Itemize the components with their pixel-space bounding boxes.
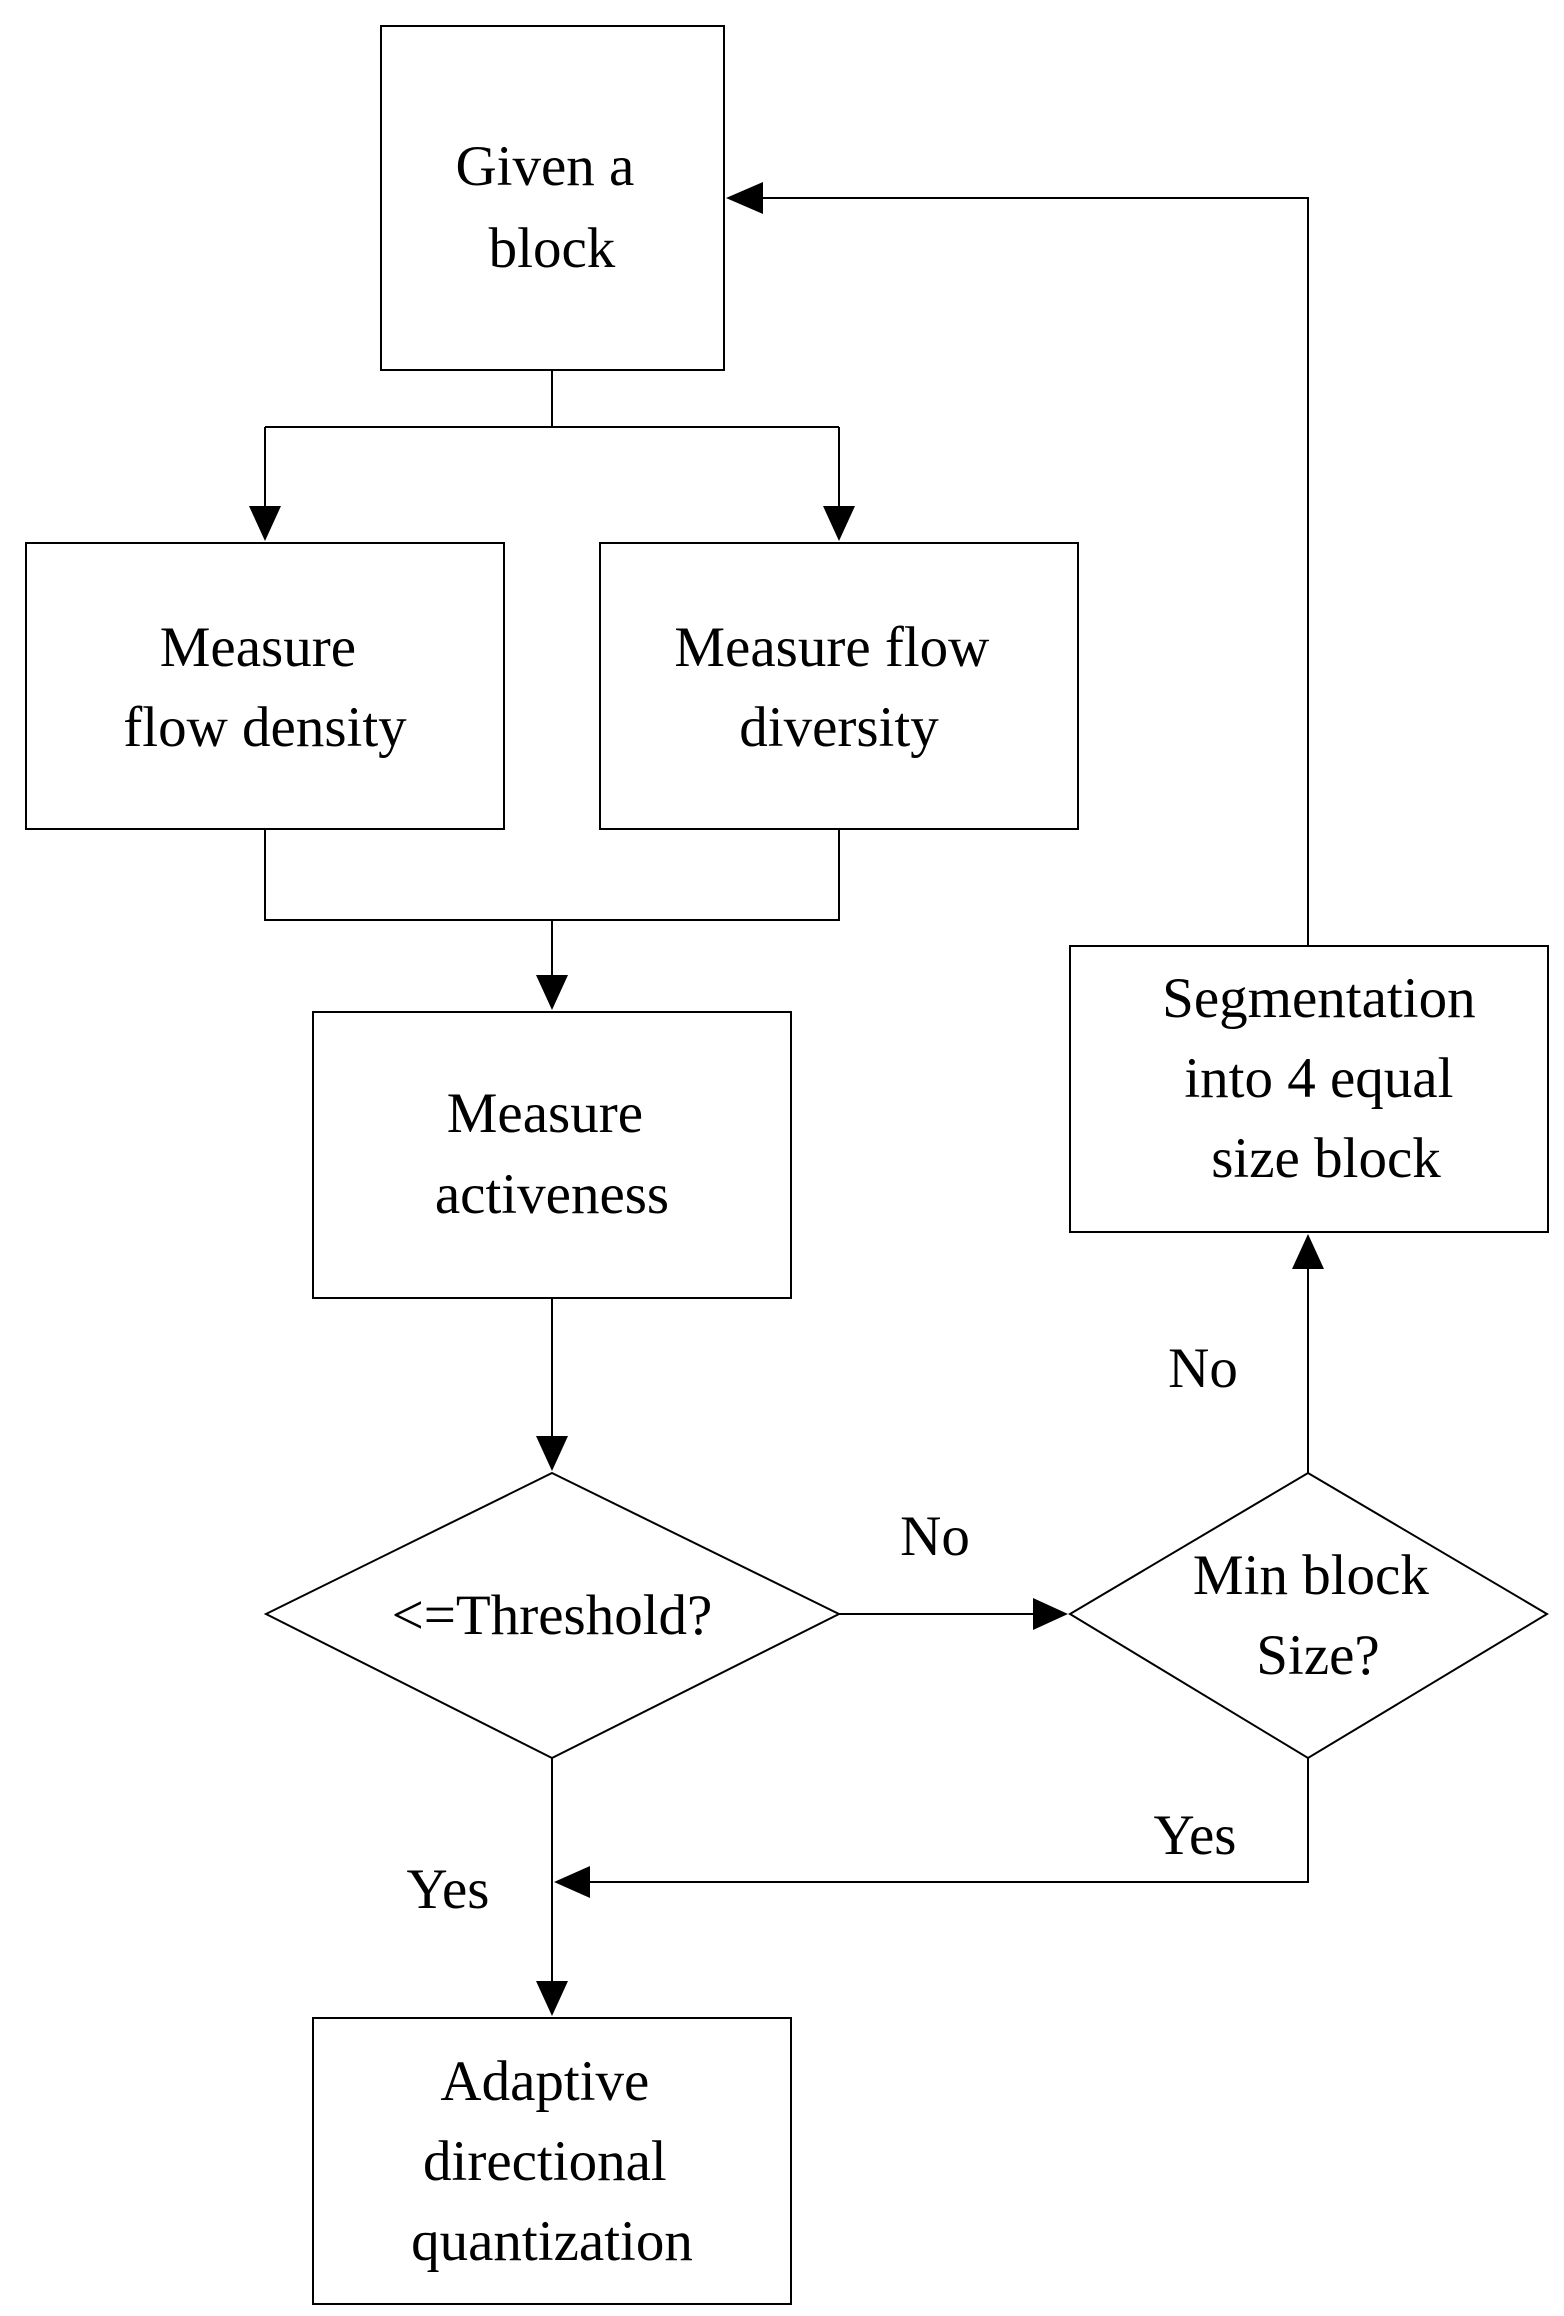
node-text-line: Given a [455,135,634,198]
node-measure-flow-density: Measure flow density [25,542,505,830]
arrowhead [554,1866,590,1898]
arrowhead [249,506,281,541]
arrowhead [823,506,855,541]
node-text-line: flow density [123,696,407,759]
node-text-line: into 4 equal [1184,1047,1453,1110]
node-segmentation: Segmentation into 4 equal size block [1069,945,1549,1233]
svg-text:Adaptive directional: Adaptive directional quantization [411,2050,693,2273]
arrowhead [536,1981,568,2016]
edge-segmentation-loop-back [726,182,1309,946]
edge-threshold-no [839,1598,1068,1630]
node-text-line: directional [423,2130,667,2193]
edge-activeness-to-threshold [536,1298,568,1471]
node-text-line: quantization [411,2210,693,2273]
edge-label-min-block-yes: Yes [1154,1804,1237,1867]
node-text-line: Measure [160,616,356,679]
arrowhead [726,182,763,214]
svg-text:Measure flow diversity: Measure flow diversity [674,616,1003,759]
edge-min-block-yes [554,1758,1309,1898]
node-text-line: Size? [1256,1624,1379,1687]
arrowhead [1292,1234,1324,1269]
node-text-line: size block [1211,1127,1441,1190]
edge-min-block-no [1292,1234,1324,1473]
edge-label-threshold-yes: Yes [407,1858,490,1921]
svg-text:Min block Size?: Min block Size? [1193,1544,1443,1687]
node-text-line: <=Threshold? [392,1584,713,1647]
node-text-line: block [489,217,616,280]
node-text-line: Adaptive [440,2050,649,2113]
node-given-block: Given a block [380,25,725,371]
node-text-line: Min block [1193,1544,1429,1607]
node-text-line: Measure flow [674,616,989,679]
edge-threshold-yes [536,1758,568,2016]
node-threshold-decision: <=Threshold? [263,1471,842,1760]
svg-text:<=Threshold?: <=Threshold? [392,1584,713,1647]
node-text-line: diversity [739,696,939,759]
svg-text:Measure activeness: Measure activeness [435,1082,669,1226]
arrowhead [536,975,568,1010]
node-measure-activeness: Measure activeness [312,1011,792,1299]
node-min-block-size-decision: Min block Size? [1068,1471,1549,1760]
svg-text:Segmentation into 4 equa: Segmentation into 4 equal size block [1162,967,1490,1190]
svg-text:Measure flow density: Measure flow density [123,616,407,759]
edge-label-threshold-no: No [900,1505,970,1568]
svg-text:Given a block: Given a block [455,135,648,280]
node-adaptive-directional-quantization: Adaptive directional quantization [312,2017,792,2305]
arrowhead [1033,1598,1068,1630]
node-text-line: activeness [435,1163,669,1226]
arrowhead [536,1436,568,1471]
edge-given-to-measures [249,370,855,541]
node-measure-flow-diversity: Measure flow diversity [599,542,1079,830]
edge-label-min-block-no: No [1168,1337,1238,1400]
node-text-line: Measure [447,1082,643,1145]
edge-measures-to-activeness [264,829,840,1010]
node-text-line: Segmentation [1162,967,1475,1030]
